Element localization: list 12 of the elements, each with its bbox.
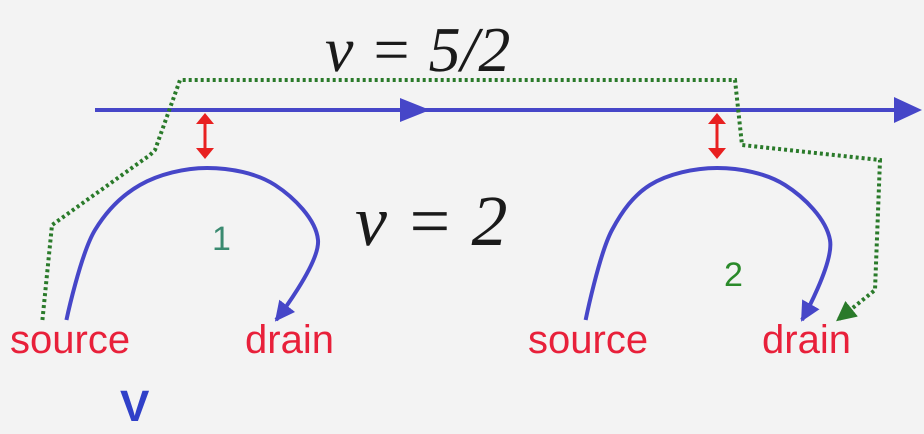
filling-factor-label: ν = 2	[355, 185, 508, 257]
filling-factor-label: ν = 5/2	[325, 18, 510, 82]
terminal-label: source	[10, 320, 130, 360]
edge-number: 1	[212, 222, 231, 256]
arrow	[584, 166, 832, 322]
terminal-label: drain	[245, 320, 334, 360]
edge-number: 2	[724, 258, 743, 292]
voltage-label: V	[120, 385, 150, 429]
arrow	[64, 166, 320, 322]
terminal-label: drain	[762, 320, 851, 360]
dotted-arrow	[40, 78, 882, 322]
terminal-label: source	[528, 320, 648, 360]
